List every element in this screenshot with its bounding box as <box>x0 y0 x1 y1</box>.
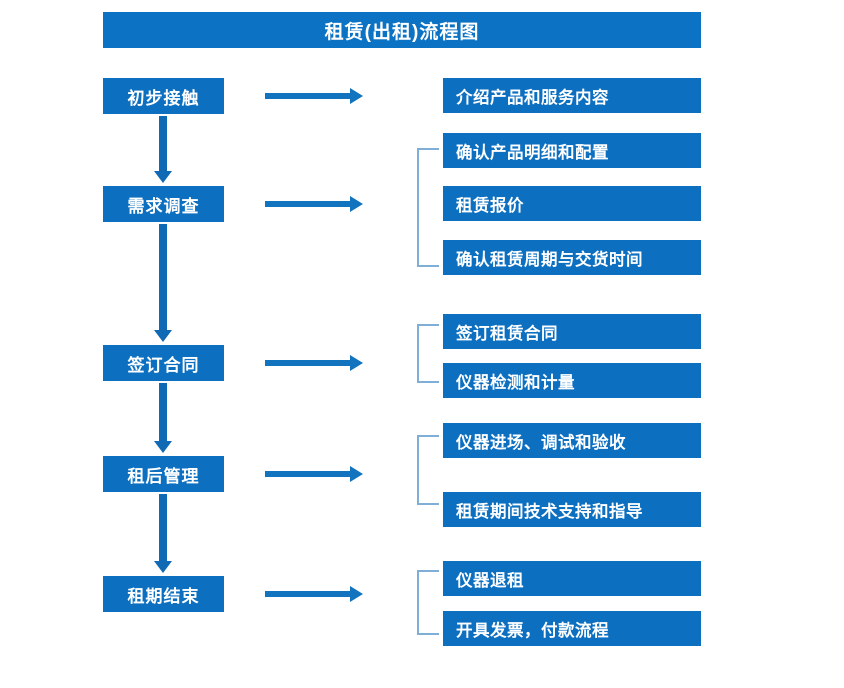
stage-node-3[interactable]: 签订合同 <box>103 345 224 381</box>
stage-node-2[interactable]: 需求调查 <box>103 186 224 222</box>
connector-stage-4-to-5 <box>154 494 172 573</box>
arrow-stage-3-to-details <box>265 355 363 371</box>
stage-node-5[interactable]: 租期结束 <box>103 576 224 612</box>
bracket-group-4 <box>417 435 439 505</box>
connector-stage-3-to-4 <box>154 383 172 453</box>
detail-node-1[interactable]: 介绍产品和服务内容 <box>443 78 701 113</box>
detail-node-2[interactable]: 确认产品明细和配置 <box>443 133 701 168</box>
detail-node-5[interactable]: 签订租赁合同 <box>443 314 701 349</box>
chart-title: 租赁(出租)流程图 <box>103 12 701 48</box>
arrow-stage-5-to-details <box>265 586 363 602</box>
detail-node-10[interactable]: 开具发票，付款流程 <box>443 611 701 646</box>
arrow-stage-1-to-details <box>265 88 363 104</box>
detail-node-6[interactable]: 仪器检测和计量 <box>443 363 701 398</box>
arrow-stage-4-to-details <box>265 466 363 482</box>
connector-stage-1-to-2 <box>154 116 172 183</box>
detail-node-4[interactable]: 确认租赁周期与交货时间 <box>443 240 701 275</box>
detail-node-7[interactable]: 仪器进场、调试和验收 <box>443 423 701 458</box>
detail-node-9[interactable]: 仪器退租 <box>443 561 701 596</box>
stage-node-4[interactable]: 租后管理 <box>103 456 224 492</box>
detail-node-8[interactable]: 租赁期间技术支持和指导 <box>443 492 701 527</box>
stage-node-1[interactable]: 初步接触 <box>103 78 224 114</box>
bracket-group-5 <box>417 570 439 635</box>
bracket-group-2 <box>417 148 439 267</box>
arrow-stage-2-to-details <box>265 196 363 212</box>
detail-node-3[interactable]: 租赁报价 <box>443 186 701 221</box>
bracket-group-3 <box>417 324 439 383</box>
connector-stage-2-to-3 <box>154 224 172 342</box>
